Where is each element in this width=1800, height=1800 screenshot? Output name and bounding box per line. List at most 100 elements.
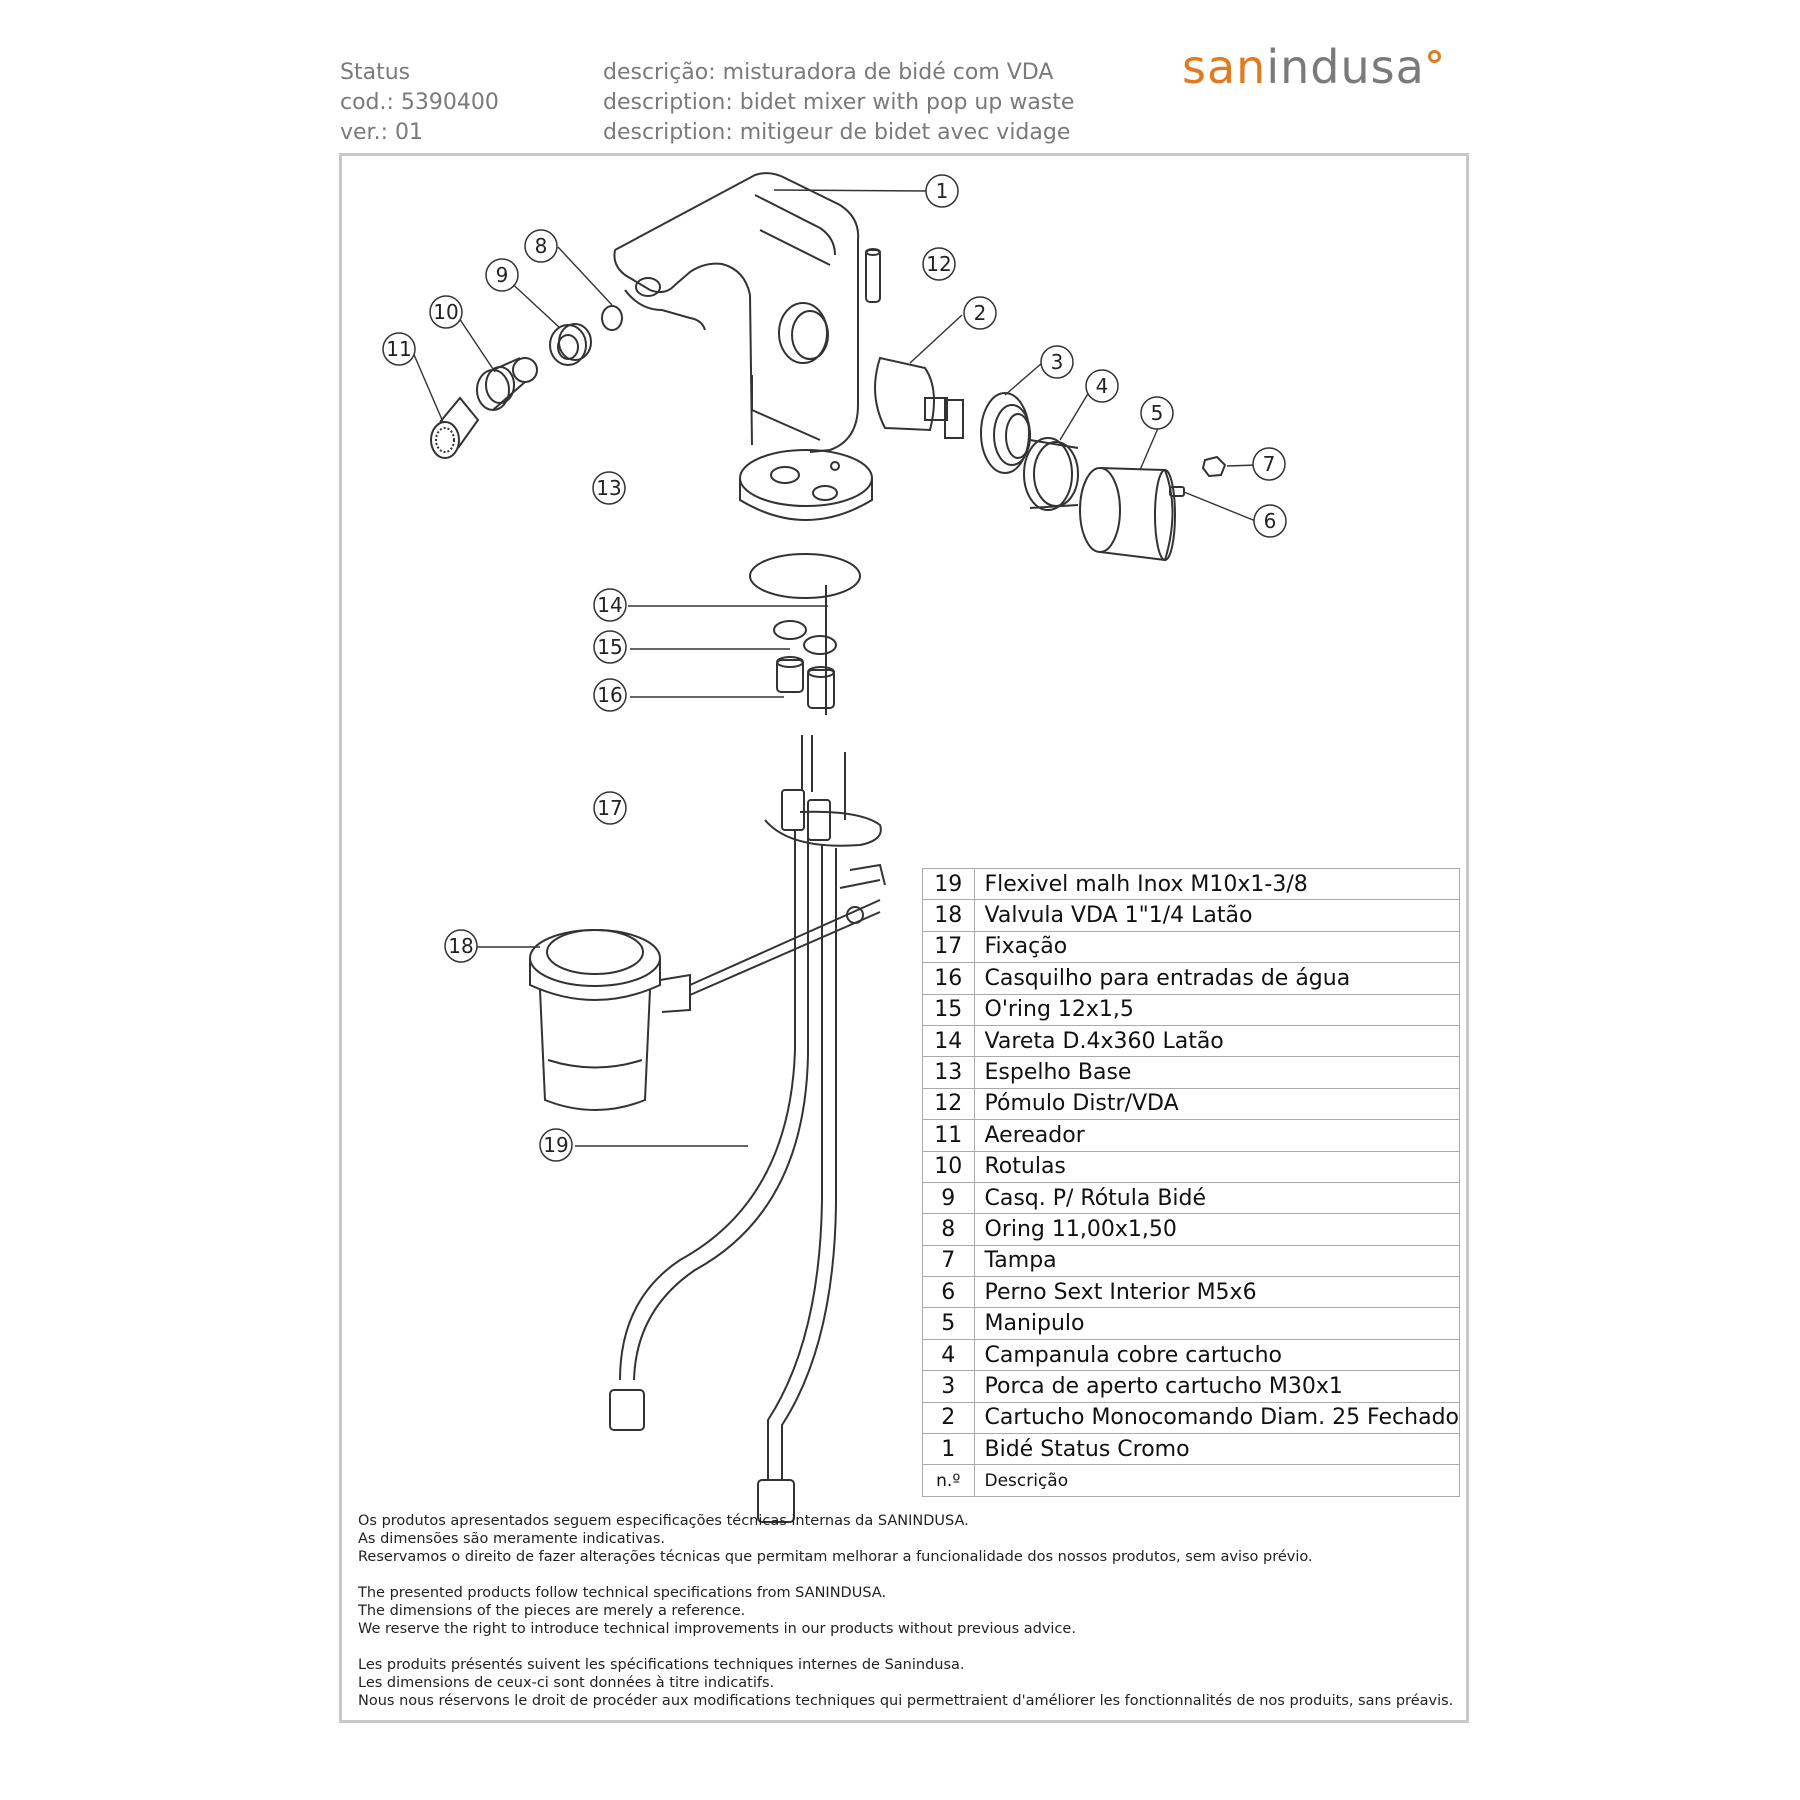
part-description: O'ring 12x1,5 — [973, 993, 1460, 1026]
part-description: Rotulas — [973, 1150, 1460, 1183]
callout-circle — [593, 791, 627, 825]
callout-circle — [444, 929, 478, 963]
part-number: 2 — [922, 1401, 975, 1435]
callout-circle — [524, 229, 558, 263]
note-line: Nous nous réservons le droit de procéder… — [358, 1693, 1454, 1709]
part-description: Tampa — [973, 1244, 1460, 1278]
callout-number: 10 — [433, 300, 458, 324]
notes-portuguese: Os produtos apresentados seguem especifi… — [358, 1512, 1453, 1566]
part-number: 17 — [922, 930, 975, 964]
callout-number: 6 — [1264, 509, 1277, 533]
part-number: 1 — [922, 1433, 975, 1466]
part-bushings — [776, 656, 835, 709]
part-description: Fixação — [973, 930, 1460, 964]
part-number: 8 — [922, 1213, 975, 1246]
part-pomulo — [865, 248, 881, 303]
callout-circle — [539, 1128, 573, 1162]
part-casq-9 — [549, 323, 592, 366]
part-screw — [1169, 486, 1185, 497]
header-descriptions: descrição: misturadora de bidé com VDA d… — [603, 58, 1074, 148]
callout-number: 7 — [1263, 452, 1276, 476]
part-description: Oring 11,00x1,50 — [973, 1213, 1460, 1246]
callout-circle — [925, 174, 959, 208]
part-number: 11 — [922, 1119, 975, 1152]
description-en: description: bidet mixer with pop up was… — [603, 90, 1075, 115]
callout-number: 1 — [936, 179, 949, 203]
part-handle — [1079, 467, 1176, 562]
callout-circle — [1252, 447, 1286, 481]
part-number: 16 — [922, 962, 975, 995]
part-number: 19 — [922, 867, 975, 901]
note-line: We reserve the right to introduce techni… — [358, 1621, 1076, 1637]
callout-circle — [593, 678, 627, 712]
logo-mark-icon — [1427, 50, 1441, 63]
callout-circle — [963, 296, 997, 330]
part-number: 13 — [922, 1056, 975, 1089]
product-version: ver.: 01 — [340, 120, 423, 145]
logo-san: san — [1182, 40, 1267, 94]
part-number: 10 — [922, 1150, 975, 1183]
callout-circle — [593, 630, 627, 664]
part-description: Cartucho Monocomando Diam. 25 Fechado — [973, 1401, 1460, 1435]
part-campanula — [1023, 437, 1079, 511]
part-number: 12 — [922, 1087, 975, 1121]
part-description: Aereador — [973, 1119, 1460, 1152]
callout-number: 12 — [926, 252, 951, 276]
callout-number: 4 — [1096, 374, 1109, 398]
callout-circle — [429, 295, 463, 329]
header-description: Descrição — [973, 1464, 1460, 1497]
sanindusa-logo: sanindusa — [1182, 40, 1441, 94]
part-aerator — [430, 396, 480, 459]
note-line: The presented products follow technical … — [358, 1585, 887, 1601]
part-description: Porca de aperto cartucho M30x1 — [973, 1370, 1460, 1403]
note-line: Les dimensions de ceux-ci sont données à… — [358, 1675, 775, 1691]
callout-number: 2 — [974, 301, 987, 325]
callout-circle — [1085, 369, 1119, 403]
part-number: 3 — [922, 1370, 975, 1403]
callout-number: 17 — [597, 796, 622, 820]
part-description: Valvula VDA 1"1/4 Latão — [973, 899, 1460, 932]
header-number: n.º — [922, 1464, 975, 1497]
part-description: Perno Sext Interior M5x6 — [973, 1276, 1460, 1309]
callout-number: 5 — [1151, 401, 1164, 425]
callout-number: 19 — [543, 1133, 568, 1157]
part-base-plate — [739, 449, 873, 521]
callout-circle — [1040, 345, 1074, 379]
callout-number: 3 — [1051, 350, 1064, 374]
part-hoses — [609, 830, 837, 1523]
part-fixation — [764, 735, 886, 924]
product-name: Status — [340, 60, 411, 85]
callout-number: 18 — [448, 934, 473, 958]
callout-number: 8 — [535, 234, 548, 258]
part-number: 9 — [922, 1181, 975, 1215]
callout-number: 9 — [496, 263, 509, 287]
part-description: Espelho Base — [973, 1056, 1460, 1089]
part-description: Casq. P/ Rótula Bidé — [973, 1181, 1460, 1215]
part-popup-waste — [529, 899, 881, 1111]
part-number: 18 — [922, 899, 975, 932]
part-bidet-body — [613, 172, 860, 453]
part-description: Vareta D.4x360 Latão — [973, 1024, 1460, 1058]
disclaimer-notes: Os produtos apresentados seguem especifi… — [358, 1512, 1453, 1728]
part-cartridge — [874, 356, 964, 439]
part-orings-15 — [773, 620, 837, 655]
part-cap — [1201, 455, 1227, 478]
callout-circle — [1140, 396, 1174, 430]
part-description: Bidé Status Cromo — [973, 1433, 1460, 1466]
part-number: 6 — [922, 1276, 975, 1309]
note-line: Reservamos o direito de fazer alterações… — [358, 1549, 1313, 1565]
part-description: Campanula cobre cartucho — [973, 1338, 1460, 1372]
part-number: 5 — [922, 1307, 975, 1340]
part-number: 4 — [922, 1338, 975, 1372]
